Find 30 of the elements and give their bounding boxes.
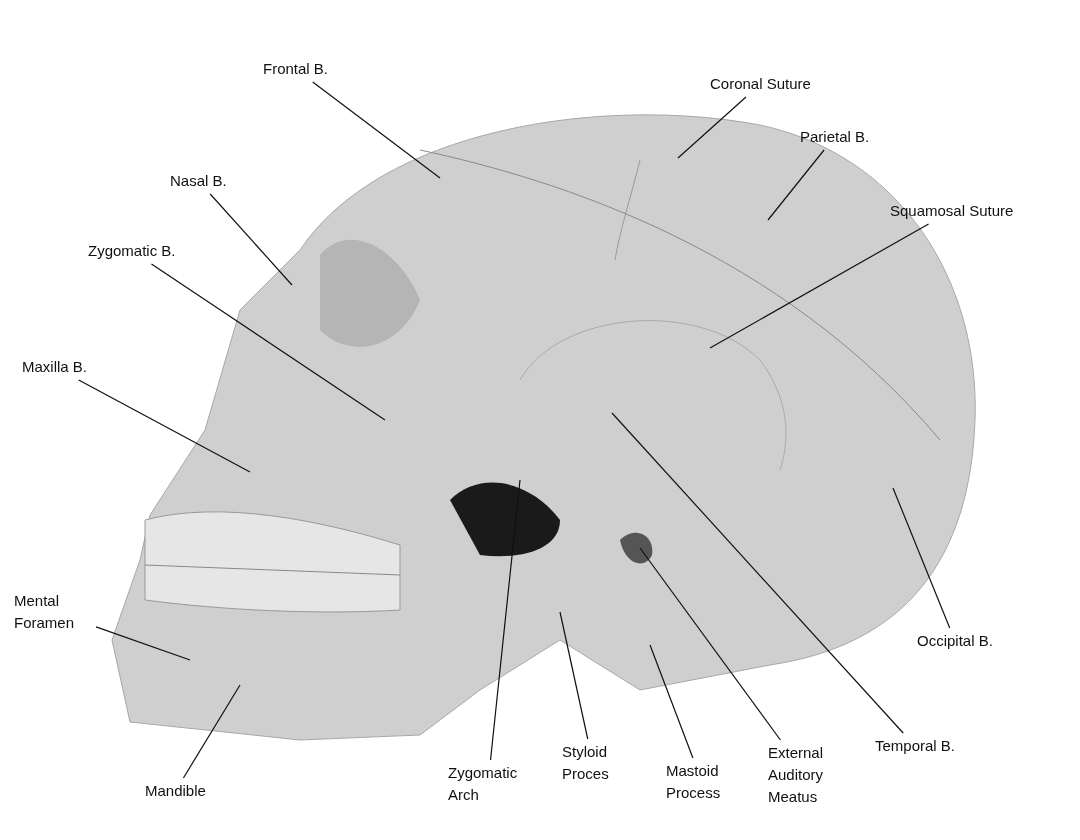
- leader-line: [767, 149, 825, 221]
- part-label: External Auditory Meatus: [768, 743, 825, 807]
- leader-line: [78, 379, 251, 473]
- leader-line: [559, 611, 589, 740]
- leader-line: [489, 479, 521, 761]
- part-label: Mandible: [145, 781, 206, 801]
- part-label: Maxilla B.: [22, 357, 88, 377]
- leader-line: [639, 547, 781, 741]
- leader-line: [677, 96, 747, 159]
- part-label: Coronal Suture: [710, 74, 811, 94]
- leader-line: [649, 644, 694, 759]
- leader-line: [709, 223, 930, 349]
- part-label: Squamosal Suture: [890, 201, 1014, 221]
- leader-line: [209, 193, 293, 286]
- part-label: Temporal B.: [875, 736, 956, 756]
- part-label: Zygomatic Arch: [448, 763, 519, 805]
- leader-line: [150, 263, 386, 421]
- leader-line: [892, 487, 951, 629]
- leader-line: [611, 412, 904, 734]
- part-label: Nasal B.: [170, 171, 227, 191]
- part-label: Parietal B.: [800, 127, 870, 147]
- leader-line: [182, 684, 241, 779]
- part-label: Occipital B.: [917, 631, 993, 651]
- part-label: Mental Foramen: [14, 591, 76, 633]
- leader-line: [312, 81, 441, 179]
- leader-line: [95, 626, 191, 661]
- part-label: Frontal B.: [263, 59, 329, 79]
- part-label: Zygomatic B.: [88, 241, 176, 261]
- part-label: Styloid Proces: [562, 742, 610, 784]
- part-label: Mastoid Process: [666, 761, 722, 803]
